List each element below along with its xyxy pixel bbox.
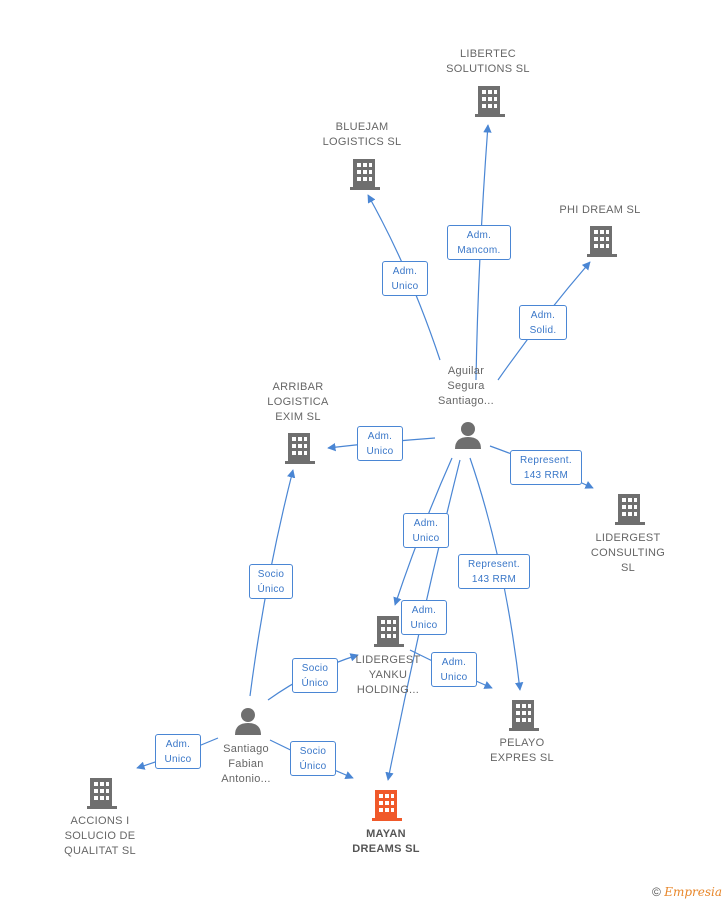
focus-building-icon[interactable]	[371, 788, 403, 822]
badge-adm-unico-arribar: Adm. Unico	[357, 426, 403, 461]
badge-adm-unico-mayan: Adm. Unico	[401, 600, 447, 635]
node-label: PELAYO EXPRES SL	[490, 737, 554, 764]
building-icon[interactable]	[586, 224, 618, 258]
badge-socio-unico-yanku: Socio Único	[292, 658, 338, 693]
building-icon[interactable]	[474, 84, 506, 118]
node-bluejam-logistics[interactable]: BLUEJAM LOGISTICS SL	[310, 120, 414, 150]
node-label: Santiago Fabian Antonio...	[221, 743, 271, 785]
node-accions-solucio-qualitat[interactable]: ACCIONS I SOLUCIO DE QUALITAT SL	[48, 814, 152, 859]
node-label: LIBERTEC SOLUTIONS SL	[446, 48, 530, 75]
building-icon[interactable]	[86, 776, 118, 810]
node-arribar-logistica[interactable]: ARRIBAR LOGISTICA EXIM SL	[246, 380, 350, 425]
node-phi-dream[interactable]: PHI DREAM SL	[548, 203, 652, 218]
node-label: Aguilar Segura Santiago...	[438, 365, 494, 407]
badge-socio-unico-arribar: Socio Único	[249, 564, 293, 599]
badge-adm-unico-yanku: Adm. Unico	[403, 513, 449, 548]
badge-adm-unico-bluejam: Adm. Unico	[382, 261, 428, 296]
person-icon[interactable]	[233, 706, 263, 736]
building-icon[interactable]	[284, 431, 316, 465]
badge-represent-pelayo: Represent. 143 RRM	[458, 554, 530, 589]
badge-adm-unico-pelayo: Adm. Unico	[431, 652, 477, 687]
building-icon[interactable]	[373, 614, 405, 648]
node-label: ACCIONS I SOLUCIO DE QUALITAT SL	[64, 815, 136, 857]
building-icon[interactable]	[349, 157, 381, 191]
badge-adm-solid: Adm. Solid.	[519, 305, 567, 340]
node-santiago-fabian-antonio[interactable]: Santiago Fabian Antonio...	[198, 742, 294, 787]
node-label: MAYAN DREAMS SL	[352, 828, 420, 855]
node-label: PHI DREAM SL	[559, 204, 641, 216]
person-icon[interactable]	[453, 420, 483, 450]
node-label: BLUEJAM LOGISTICS SL	[322, 121, 402, 148]
copyright-icon: ©	[652, 885, 661, 899]
node-aguilar-segura-santiago[interactable]: Aguilar Segura Santiago...	[418, 364, 514, 409]
badge-socio-unico-mayan: Socio Único	[290, 741, 336, 776]
node-label: LIDERGEST CONSULTING SL	[590, 532, 666, 574]
badge-represent-consulting: Represent. 143 RRM	[510, 450, 582, 485]
node-mayan-dreams[interactable]: MAYAN DREAMS SL	[334, 827, 438, 857]
empresia-logo[interactable]: Empresia	[664, 885, 722, 899]
node-label: LIDERGEST YANKU HOLDING...	[355, 654, 421, 696]
copyright-notice: © Empresia	[652, 885, 722, 899]
building-icon[interactable]	[508, 698, 540, 732]
badge-adm-mancom: Adm. Mancom.	[447, 225, 511, 260]
node-libertec-solutions[interactable]: LIBERTEC SOLUTIONS SL	[436, 47, 540, 77]
node-lidergest-yanku-holding[interactable]: LIDERGEST YANKU HOLDING...	[336, 653, 440, 698]
node-pelayo-expres[interactable]: PELAYO EXPRES SL	[470, 736, 574, 766]
badge-adm-unico-accions: Adm. Unico	[155, 734, 201, 769]
node-label: ARRIBAR LOGISTICA EXIM SL	[267, 381, 329, 423]
node-lidergest-consulting[interactable]: LIDERGEST CONSULTING SL	[576, 531, 680, 576]
building-icon[interactable]	[614, 492, 646, 526]
